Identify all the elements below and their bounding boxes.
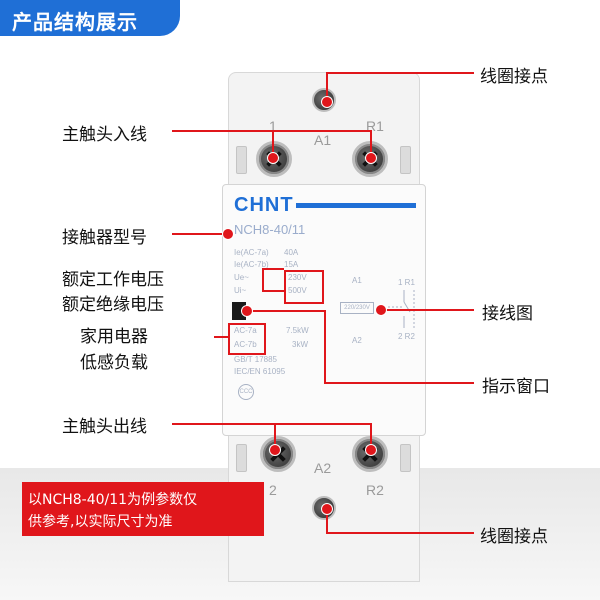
spec-ie-ac7b-label: Ie(AC-7b): [234, 260, 269, 269]
spec-ie-ac7b-value: 15A: [284, 260, 299, 269]
leader-window: [246, 310, 326, 312]
diagram-bottom-terminals: 2 R2: [398, 332, 415, 341]
callout-dot: [321, 503, 333, 515]
spec-ui-label: Ui~: [234, 286, 247, 295]
leader-coil-bottom: [326, 510, 328, 534]
diagram-a2: A2: [352, 336, 362, 345]
diagram-a1: A1: [352, 276, 362, 285]
leader-model: [172, 233, 230, 235]
voltage-highlight-box: [284, 270, 324, 304]
vent-slot: [400, 444, 411, 472]
callout-wiring-diagram: 接线图: [482, 304, 533, 324]
callout-indicator-window: 指示窗口: [482, 377, 550, 397]
leader-load: [214, 336, 228, 338]
ccc-mark: CCC: [238, 384, 254, 400]
callout-main-contact-in: 主触头入线: [62, 125, 147, 145]
callout-contactor-model: 接触器型号: [62, 228, 147, 248]
load-highlight-box: [228, 323, 266, 355]
callout-dot: [321, 96, 333, 108]
terminal-number-1: 1: [269, 118, 277, 134]
callout-household-appliance: 家用电器: [80, 327, 148, 347]
brand-logo: CHNT: [234, 194, 294, 216]
spec-ac7a-value: 7.5kW: [286, 326, 309, 335]
diagram-top-terminals: 1 R1: [398, 278, 415, 287]
spec-ui-value: 500V: [288, 286, 307, 295]
callout-dot: [267, 152, 279, 164]
leader-main-out: [370, 423, 372, 447]
terminal-label-a1: A1: [314, 132, 332, 148]
spec-standard-iec: IEC/EN 61095: [234, 367, 286, 376]
main-terminal-screw-in-left: [256, 141, 292, 177]
disclaimer-line-1: 以NCH8-40/11为例参数仅: [28, 492, 198, 508]
leader-main-out: [172, 423, 372, 425]
callout-coil-contact-top: 线圈接点: [480, 67, 548, 87]
leader-voltage: [262, 290, 284, 292]
spec-ue-label: Ue~: [234, 273, 249, 282]
leader-coil-top: [326, 72, 474, 74]
spec-ie-ac7a-value: 40A: [284, 248, 299, 257]
disclaimer-box: 以NCH8-40/11为例参数仅 供参考,以实际尺寸为准: [22, 482, 264, 536]
vent-slot: [400, 146, 411, 174]
spec-ac7b-label: AC-7b: [234, 340, 257, 349]
callout-dot: [222, 228, 234, 240]
vent-slot: [236, 146, 247, 174]
spec-ac7a-label: AC-7a: [234, 326, 257, 335]
leader-coil-bottom: [326, 532, 474, 534]
brand-stripe: [296, 203, 416, 208]
callout-dot: [269, 444, 281, 456]
model-number: NCH8-40/11: [234, 222, 306, 237]
header-title: 产品结构展示: [12, 10, 138, 34]
coil-terminal-screw-bottom: [312, 496, 336, 520]
callout-rated-insulation-voltage: 额定绝缘电压: [62, 295, 164, 315]
callout-dot: [375, 304, 387, 316]
callout-rated-working-voltage: 额定工作电压: [62, 270, 164, 290]
leader-main-out: [274, 423, 276, 447]
callout-main-contact-out: 主触头出线: [62, 417, 147, 437]
leader-voltage: [262, 268, 264, 292]
terminal-number-r2: R2: [366, 482, 384, 498]
leader-window: [324, 310, 326, 384]
terminal-label-a2: A2: [314, 460, 332, 476]
spec-ie-ac7a-label: Ie(AC-7a): [234, 248, 269, 257]
disclaimer-line-2: 供参考,以实际尺寸为准: [28, 514, 173, 530]
leader-main-in: [370, 130, 372, 156]
callout-coil-contact-bottom: 线圈接点: [480, 527, 548, 547]
vent-slot: [236, 444, 247, 472]
leader-wiring: [380, 309, 474, 311]
terminal-number-2: 2: [269, 482, 277, 498]
header-tab: 产品结构展示: [0, 0, 180, 36]
callout-dot: [365, 444, 377, 456]
callout-dot: [365, 152, 377, 164]
spec-ac7b-value: 3kW: [292, 340, 308, 349]
leader-voltage: [262, 268, 284, 270]
callout-dot: [241, 305, 253, 317]
spec-ue-value: 230V: [288, 273, 307, 282]
callout-low-inductive-load: 低感负载: [80, 353, 148, 373]
coil-voltage-box: 220/230V: [340, 302, 374, 314]
leader-coil-top: [326, 72, 328, 100]
leader-window: [324, 382, 474, 384]
spec-standard-gb: GB/T 17885: [234, 355, 277, 364]
leader-main-in: [272, 130, 274, 156]
